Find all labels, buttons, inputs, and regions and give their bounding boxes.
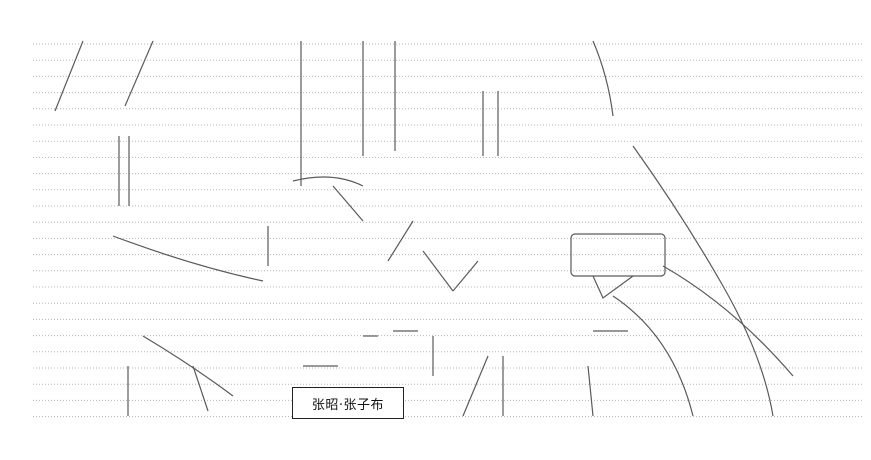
- stroke-right-sleeve: [662, 265, 794, 377]
- stroke-upper-left-2: [124, 40, 154, 107]
- stroke-right-outer: [632, 145, 774, 417]
- line-strokes: [54, 40, 794, 417]
- caption-text: 张昭·张子布: [311, 397, 385, 413]
- ascii-art-drawing: [33, 40, 863, 418]
- stroke-right-inner: [612, 295, 694, 417]
- dotted-background-rows: [33, 43, 863, 418]
- stroke-face-diag-2: [387, 220, 414, 262]
- stroke-bottom-center-4: [587, 365, 594, 417]
- stroke-upper-left: [54, 40, 84, 112]
- ascii-art-figure: [33, 36, 863, 426]
- stroke-bottom-center-2: [462, 355, 489, 417]
- speech-bubble-box: [570, 233, 666, 277]
- stroke-face-diag-4: [452, 260, 479, 292]
- stroke-top-right-curve: [592, 40, 614, 117]
- speech-bubble-tail: [592, 275, 634, 299]
- stroke-face-line: [292, 176, 364, 187]
- caption-box: 张昭·张子布: [292, 387, 404, 419]
- stroke-face-diag-1: [332, 185, 364, 222]
- stroke-face-diag-3: [422, 250, 454, 292]
- stroke-bottom-left-3: [192, 365, 209, 412]
- stroke-bottom-left-1: [142, 335, 234, 397]
- stroke-left-sweep: [112, 235, 264, 282]
